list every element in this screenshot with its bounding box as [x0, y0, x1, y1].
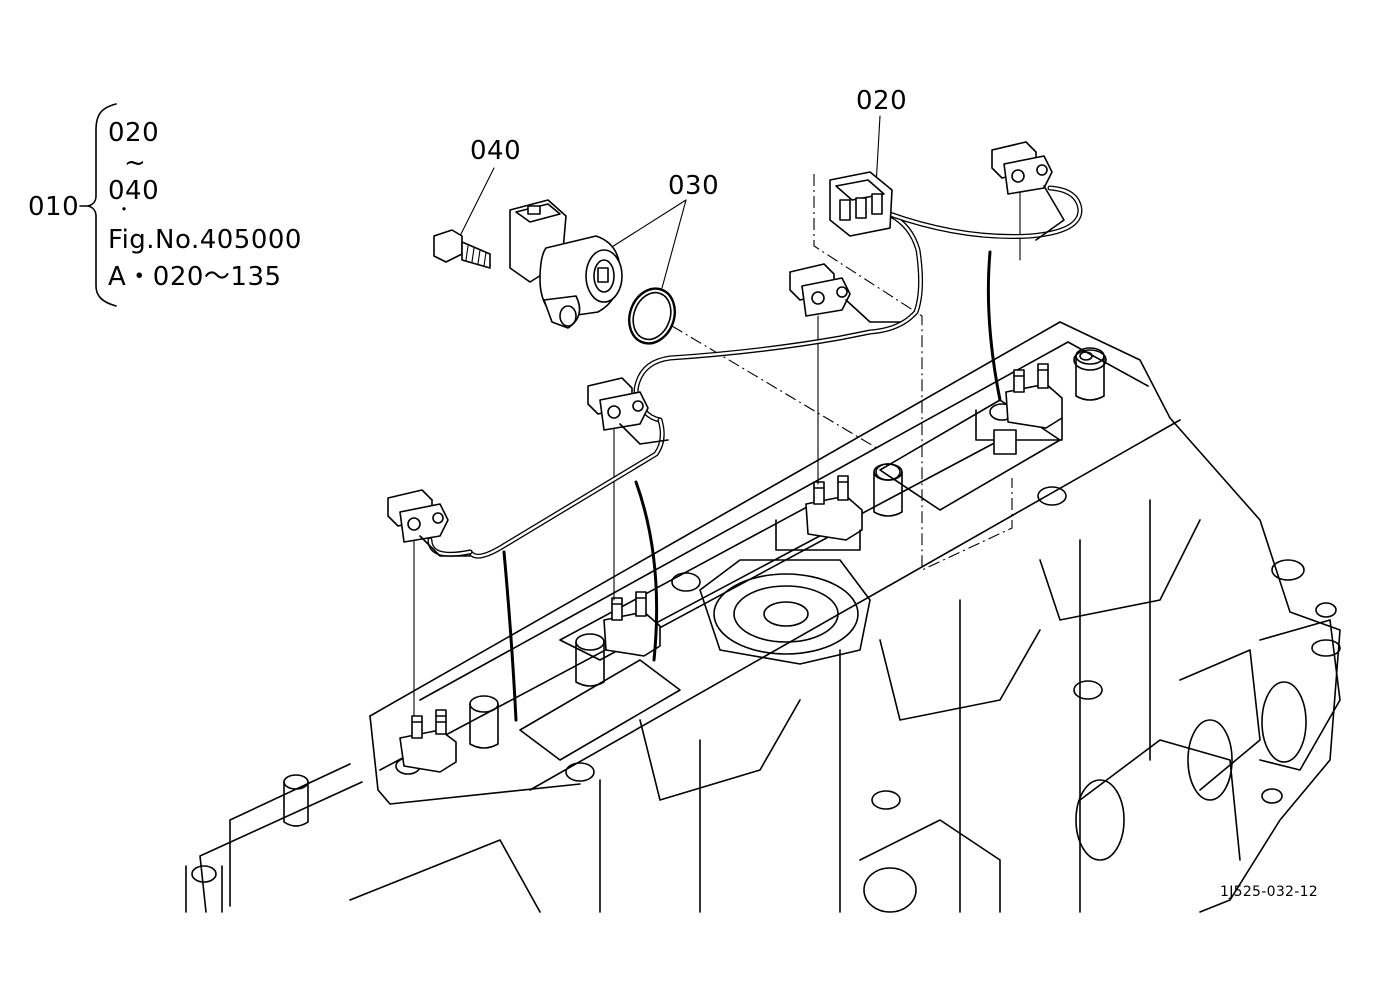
legend-fig-range: A・020～135 — [108, 262, 282, 292]
wire-harness — [427, 185, 1083, 559]
harness-clip-1 — [387, 489, 471, 557]
legend-range-end: 040 — [108, 176, 160, 206]
drawing-id: 1J525-032-12 — [1220, 884, 1318, 900]
injector-3 — [775, 475, 863, 551]
legend-fig-ref: Fig.No.405000 — [108, 225, 302, 255]
injector-2 — [603, 591, 661, 657]
harness-clip-4 — [991, 141, 1065, 241]
harness-leaders — [413, 189, 1021, 722]
callout-o-ring: 030 — [668, 171, 720, 201]
callout-leaders — [459, 115, 881, 289]
o-ring — [628, 287, 676, 345]
legend-range-start: 020 — [108, 118, 160, 148]
harness-clip-3 — [789, 263, 901, 323]
legend-parent-code: 010 — [28, 192, 80, 222]
callout-harness: 020 — [856, 86, 908, 116]
guide-lines — [671, 174, 1013, 571]
callout-bolt: 040 — [470, 136, 522, 166]
sensor — [509, 199, 623, 329]
injector-4 — [975, 363, 1063, 455]
legend-bracket — [79, 103, 117, 307]
legend-tilde: ~ — [124, 148, 147, 178]
injector-1 — [399, 709, 457, 773]
legend-dot: ・ — [116, 200, 133, 219]
cylinder-head — [185, 321, 1341, 913]
harness-connector — [829, 171, 893, 237]
harness-clip-2 — [587, 377, 669, 445]
bolt — [433, 229, 491, 269]
